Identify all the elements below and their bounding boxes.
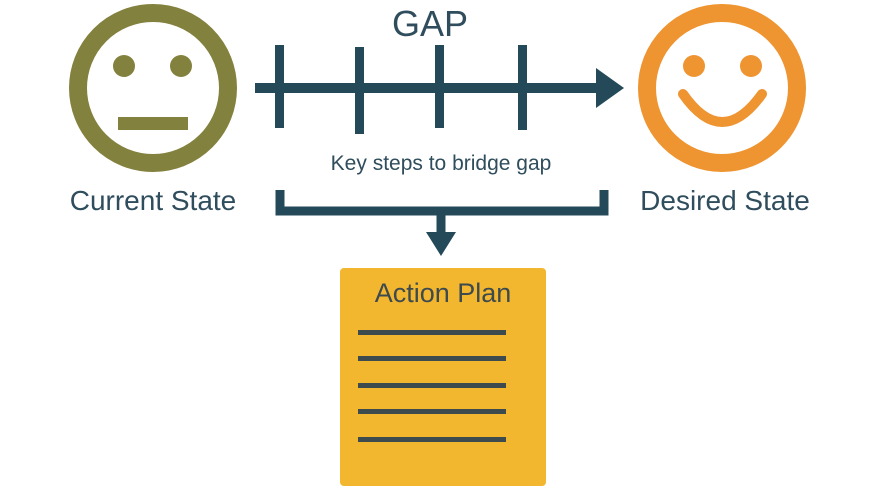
current-state-label: Current State bbox=[70, 185, 237, 216]
smiley-face-icon bbox=[638, 4, 806, 172]
step-tick bbox=[275, 45, 284, 128]
neutral-face-icon bbox=[69, 4, 237, 172]
down-arrow-icon bbox=[426, 232, 456, 256]
step-tick bbox=[435, 45, 444, 128]
steps-label: Key steps to bridge gap bbox=[331, 152, 552, 175]
document-lines-icon bbox=[358, 330, 506, 442]
action-plan-card: Action Plan bbox=[340, 268, 546, 486]
gap-arrow bbox=[255, 45, 624, 134]
step-tick bbox=[355, 47, 364, 134]
desired-state-label: Desired State bbox=[640, 185, 810, 216]
gap-title: GAP bbox=[392, 3, 468, 44]
bracket-connector bbox=[275, 190, 609, 256]
action-plan-title: Action Plan bbox=[375, 278, 512, 308]
step-tick bbox=[518, 45, 527, 130]
